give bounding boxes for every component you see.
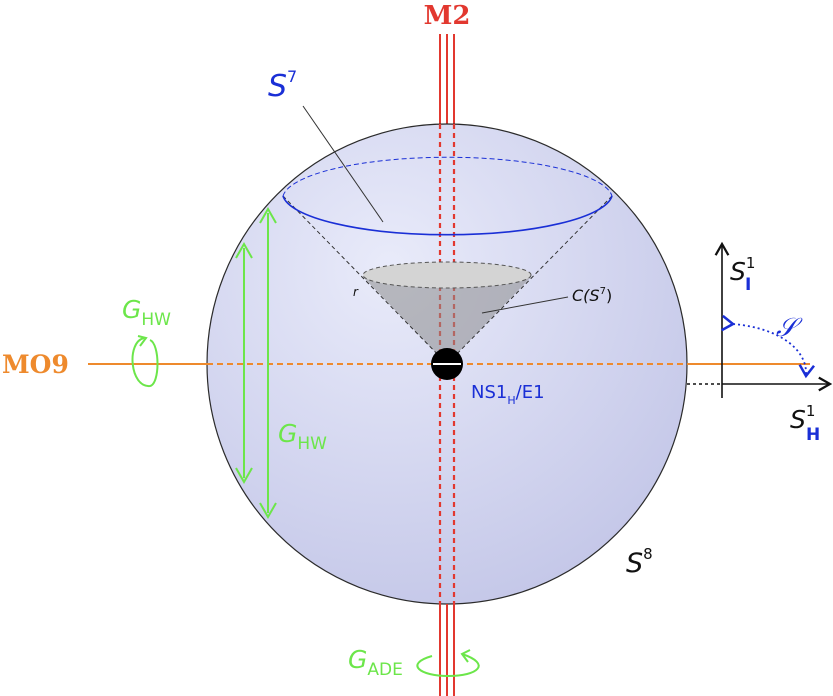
s8-label: S8 — [626, 545, 653, 579]
cone-pointer — [481, 296, 569, 314]
g-hw-vertical-arrows — [235, 206, 277, 520]
ns1-e1-defect — [431, 348, 463, 380]
m2-brane-inside — [438, 124, 456, 604]
g-hw-vertical-label: GHW — [278, 419, 327, 454]
circle-axes — [687, 241, 833, 398]
m2-brane-bottom — [439, 604, 455, 696]
g-ade-rotation-arrow — [416, 649, 480, 678]
g-ade-label: GADE — [348, 645, 403, 680]
script-s-label: 𝒮 — [776, 313, 803, 343]
ns1-e1-label: NS1H/E1 — [471, 382, 545, 407]
s7-label: S7 — [268, 67, 297, 104]
m2-brane-top — [439, 34, 455, 124]
mo9-label: MO9 — [2, 350, 69, 379]
g-hw-rotation-arrow — [131, 335, 159, 388]
cone-c-s7 — [282, 195, 613, 365]
script-s-exchange-arrow — [721, 314, 815, 379]
s7-ring — [282, 156, 613, 236]
radius-label: r — [353, 285, 359, 299]
cone-label: C(S7) — [572, 286, 612, 305]
g-hw-left-label: GHW — [122, 295, 171, 330]
s7-pointer — [302, 105, 384, 223]
m2-label: M2 — [424, 1, 471, 31]
